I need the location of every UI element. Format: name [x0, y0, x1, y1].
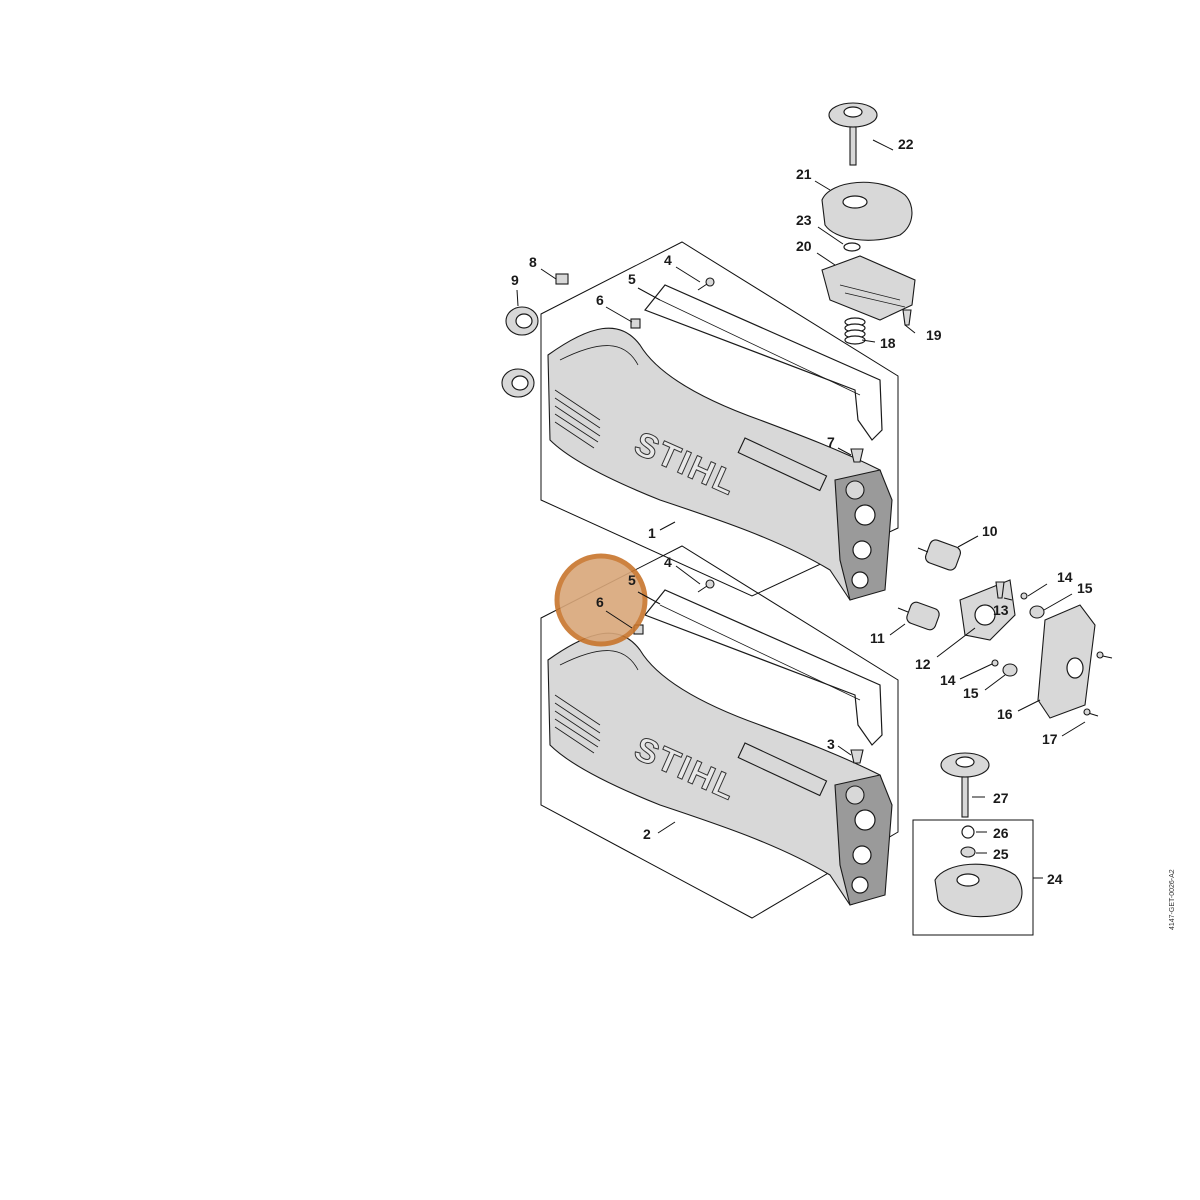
assembly-frame-lower	[540, 545, 899, 919]
bracket-icon	[821, 255, 916, 321]
slot-row-lower	[737, 742, 828, 797]
document-id: 4147-GET-0026-A2	[1169, 869, 1176, 930]
callout-5: 5	[628, 271, 636, 287]
screw-icon	[850, 448, 864, 764]
nut-icon	[991, 592, 1045, 677]
square-nut-icon	[555, 273, 569, 285]
callout-13: 13	[993, 602, 1009, 618]
callout-25: 25	[993, 846, 1009, 862]
screw-icon	[995, 581, 1005, 599]
callout-2: 2	[643, 826, 651, 842]
housing-end-face-lower	[834, 774, 893, 906]
callout-23: 23	[796, 212, 812, 228]
callout-7: 7	[827, 434, 835, 450]
callout-18: 18	[880, 335, 896, 351]
callout-26: 26	[993, 825, 1009, 841]
screw-icon	[902, 309, 912, 326]
housing-lower-group: STIHL	[540, 545, 899, 919]
star-washer-icon	[961, 825, 975, 839]
cap-icon	[821, 181, 913, 241]
slot-row-upper	[737, 437, 828, 492]
callout-11: 11	[870, 630, 885, 646]
callout-21: 21	[796, 166, 812, 182]
knob-icon	[940, 752, 990, 818]
callout-labels: 22 21 23 20 19 18 8 9 6 5 4 7 1 10 11 12…	[511, 136, 1093, 887]
callout-17: 17	[1042, 731, 1058, 747]
vent-grille-lower	[554, 694, 601, 754]
callout-14: 14	[1057, 569, 1073, 585]
spring-icon	[844, 317, 866, 345]
callout-24: 24	[1047, 871, 1063, 887]
callout-19: 19	[926, 327, 942, 343]
callout-14: 14	[940, 672, 956, 688]
callout-22: 22	[898, 136, 914, 152]
square-nut-icon	[630, 318, 641, 329]
cap-icon	[934, 863, 1023, 918]
vent-grille-upper	[554, 389, 601, 449]
callout-15: 15	[963, 685, 979, 701]
assembly-frame-upper	[540, 241, 899, 597]
callout-4: 4	[664, 252, 672, 268]
screw-icon	[1083, 651, 1113, 717]
callout-4: 4	[664, 554, 672, 570]
cover-strip-lower	[644, 589, 883, 746]
callout-5: 5	[628, 572, 636, 588]
washer-icon	[843, 242, 861, 252]
callout-12: 12	[915, 656, 931, 672]
damper-icon	[897, 539, 961, 631]
bearing-icon	[501, 306, 539, 398]
nut-icon	[960, 846, 976, 858]
callout-15: 15	[1077, 580, 1093, 596]
callout-27: 27	[993, 790, 1009, 806]
callout-6: 6	[596, 594, 604, 610]
callout-8: 8	[529, 254, 537, 270]
housing-upper-group: STIHL	[540, 241, 899, 601]
knob-icon	[828, 102, 878, 166]
screw-icon	[697, 277, 715, 593]
callout-6: 6	[596, 292, 604, 308]
callout-1: 1	[648, 525, 656, 541]
callout-10: 10	[982, 523, 998, 539]
callout-3: 3	[827, 736, 835, 752]
cover-strip-upper	[644, 284, 883, 441]
callout-20: 20	[796, 238, 812, 254]
leader-lines	[516, 139, 1086, 879]
housing-end-face-upper	[834, 469, 893, 601]
callout-9: 9	[511, 272, 519, 288]
handle-icon	[1037, 604, 1096, 719]
callout-16: 16	[997, 706, 1013, 722]
